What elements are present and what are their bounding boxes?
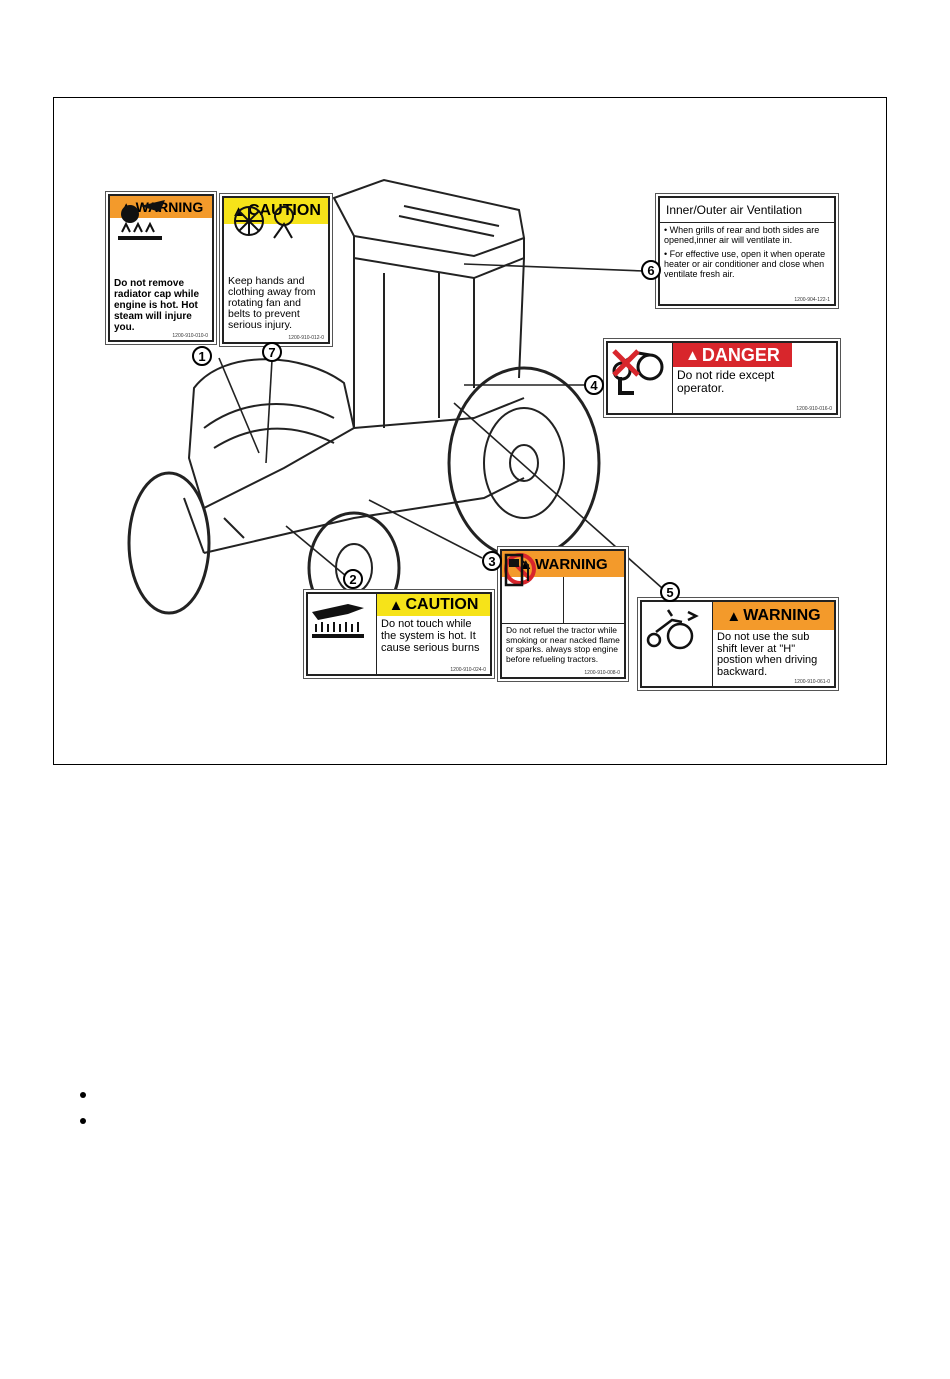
- warning-triangle-icon: ▲: [726, 607, 742, 625]
- label-title: Inner/Outer air Ventilation: [660, 198, 834, 223]
- callout-3: 3: [482, 551, 502, 571]
- danger-label-rider: ▲DANGER Do not ride except operator. 120…: [606, 341, 838, 415]
- list-item-bullet: [80, 1118, 86, 1124]
- label-header: DANGER: [701, 344, 780, 365]
- hot-surface-hand-icon: [308, 594, 377, 674]
- label-header: CAUTION: [405, 596, 479, 613]
- fan-belt-hand-icon: [224, 206, 328, 274]
- tractor-reverse-icon: [642, 602, 713, 686]
- tractor-illustration: [127, 178, 663, 625]
- callout-4: 4: [584, 375, 604, 395]
- caution-label-hot-surface: ▲CAUTION Do not touch while the system i…: [306, 592, 492, 676]
- callout-6: 6: [641, 260, 661, 280]
- tractor-safety-label-figure: ▲WARNING Do not remove radiator cap whil…: [53, 97, 887, 765]
- warning-label-refuel: ▲WARNING Do not refuel the tractor while…: [500, 549, 626, 679]
- warning-label-shift-lever: ▲WARNING Do not use the sub shift lever …: [640, 600, 836, 688]
- label-text: Do not ride except operator.: [677, 368, 775, 395]
- callout-2: 2: [343, 569, 363, 589]
- label-code: 1200-910-010-0: [172, 333, 208, 339]
- callout-5: 5: [660, 582, 680, 602]
- label-text: Keep hands and clothing away from rotati…: [228, 275, 316, 331]
- no-rider-icon: [612, 343, 836, 413]
- label-code: 1200-910-024-0: [450, 667, 486, 673]
- label-header: WARNING: [743, 607, 821, 624]
- radiator-steam-icon: [110, 200, 212, 276]
- label-bullet-2: • For effective use, open it when operat…: [664, 249, 826, 279]
- label-code: 1200-910-008-0: [584, 670, 620, 676]
- ventilation-label: Inner/Outer air Ventilation • When grill…: [658, 196, 836, 306]
- label-text: Do not refuel the tractor while smoking …: [506, 625, 620, 664]
- bullet-list: [80, 1092, 86, 1144]
- caution-label-fan: ▲CAUTION Keep hands and clothing away fr…: [222, 196, 330, 344]
- label-text: Do not touch while the system is hot. It…: [381, 618, 480, 654]
- warning-triangle-icon: ▲: [685, 346, 700, 364]
- warning-label-radiator: ▲WARNING Do not remove radiator cap whil…: [108, 194, 214, 342]
- label-code: 1200-910-016-0: [796, 406, 832, 412]
- list-item-bullet: [80, 1092, 86, 1098]
- label-text: Do not remove radiator cap while engine …: [114, 278, 200, 333]
- label-text: Do not use the sub shift lever at "H" po…: [717, 631, 818, 678]
- label-bullet-1: • When grills of rear and both sides are…: [664, 225, 820, 245]
- callout-7: 7: [262, 342, 282, 362]
- label-code: 1200-910-061-0: [794, 679, 830, 685]
- callout-1: 1: [192, 346, 212, 366]
- label-header: CAUTION: [247, 202, 321, 219]
- label-code: 1200-910-012-0: [288, 335, 324, 341]
- label-code: 1200-904-122-1: [794, 297, 830, 303]
- fuel-pump-icon: [504, 553, 625, 623]
- label-header: WARNING: [535, 555, 608, 573]
- warning-triangle-icon: ▲: [388, 596, 404, 614]
